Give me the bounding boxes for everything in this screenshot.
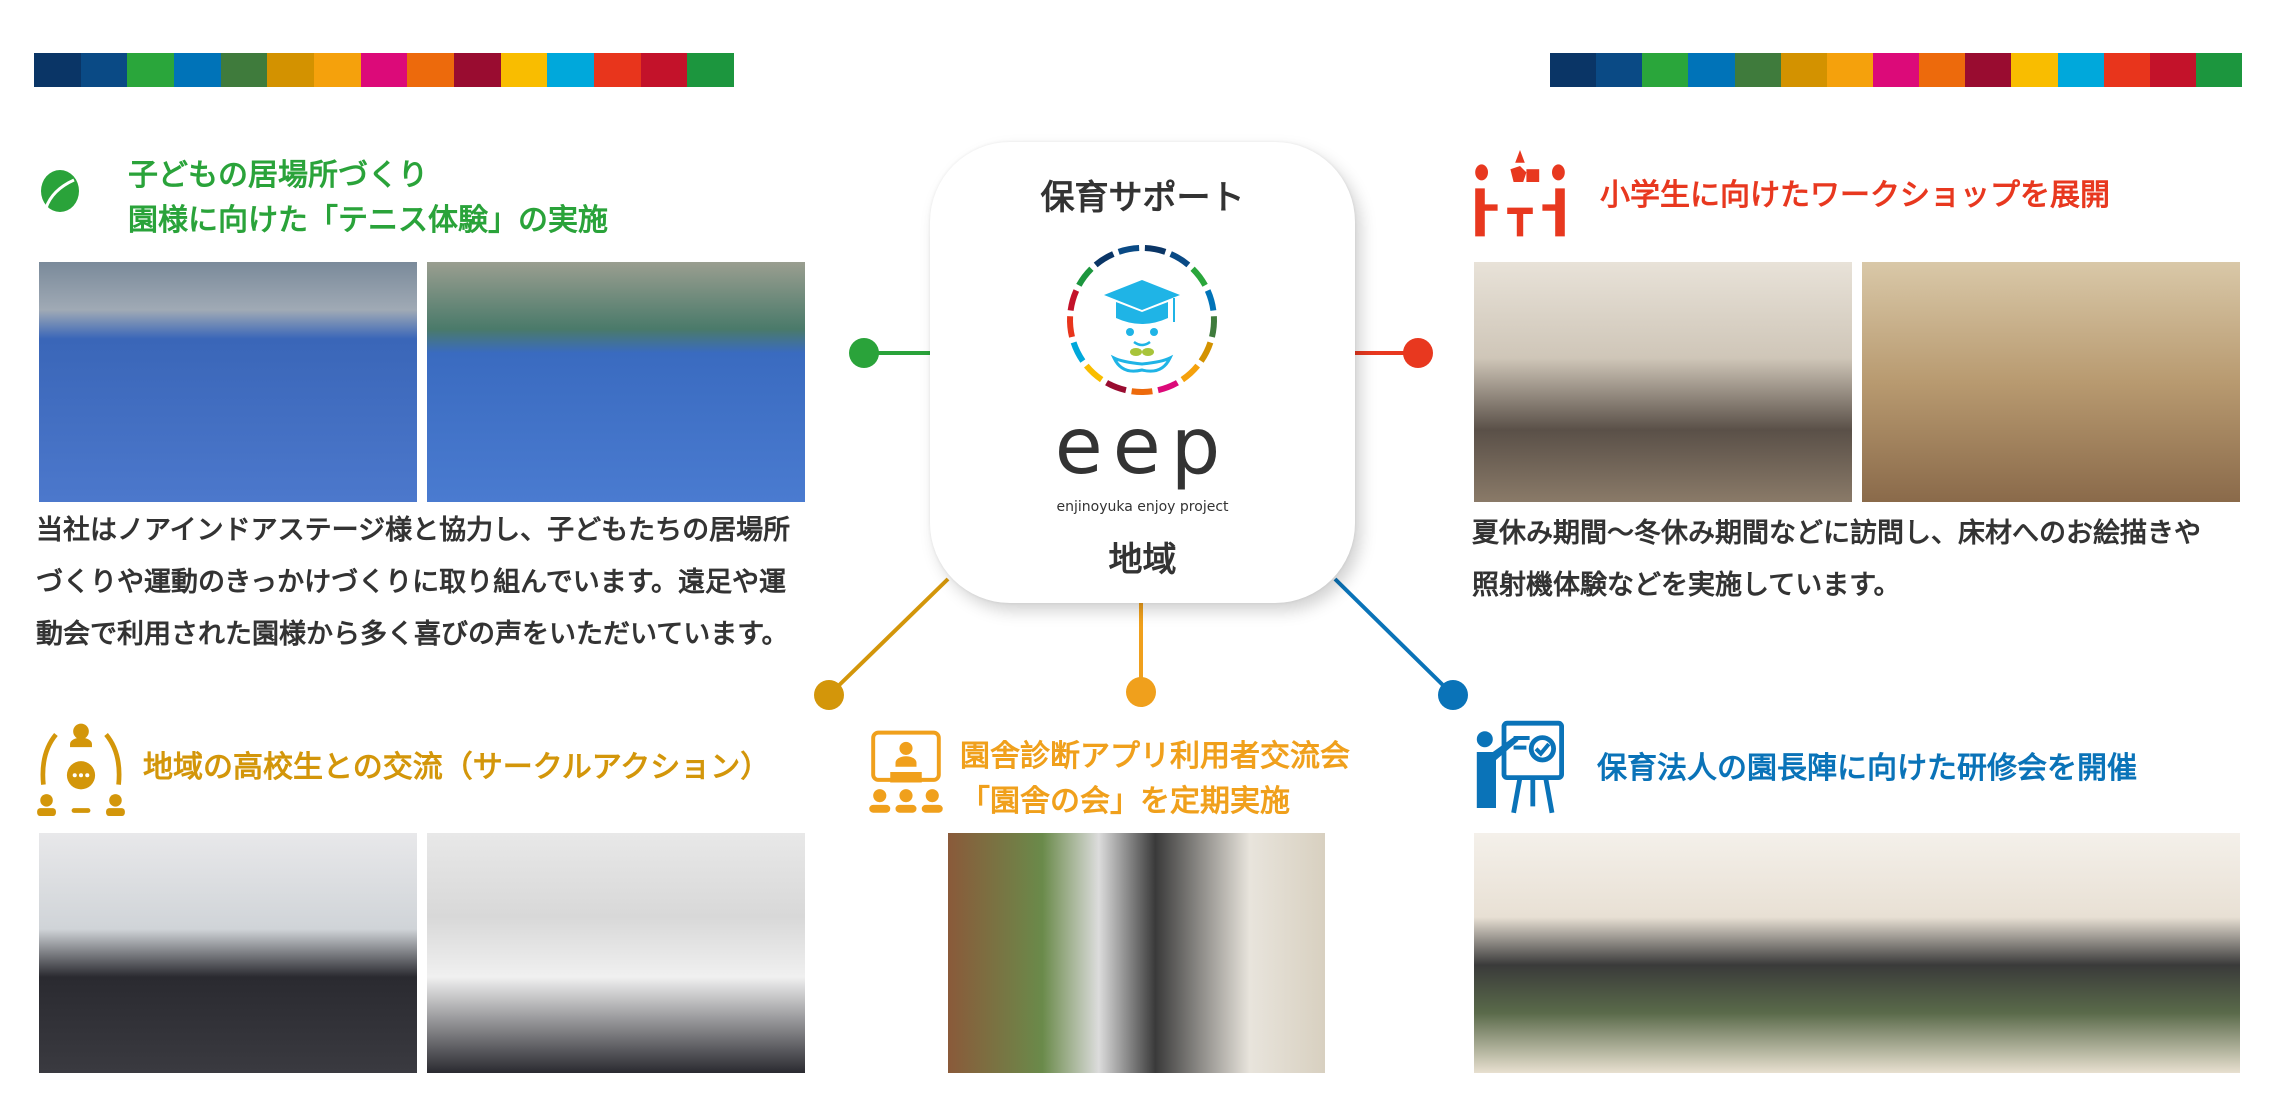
sdg-color-segment <box>594 53 641 87</box>
sdg-color-segment <box>2011 53 2058 87</box>
eep-logo-subtitle: enjinoyuka enjoy project <box>1056 499 1229 515</box>
sdg-color-segment <box>80 53 128 87</box>
sdg-color-segment <box>1596 53 1643 87</box>
eep-logo-emblem <box>1067 245 1217 395</box>
sdg-color-segment <box>174 53 221 87</box>
highschool-photo-1 <box>39 833 417 1073</box>
logo-ring-segment <box>1076 266 1094 287</box>
logo-ring-segment <box>1180 363 1200 383</box>
sdg-color-segment <box>267 53 315 87</box>
tennis-photo-1 <box>39 262 417 502</box>
community-chat-icon <box>37 723 125 816</box>
logo-ring-segment <box>1067 289 1080 311</box>
eep-hub-card: 保育サポート eep enjinoyuka enjoy project 地域 <box>930 142 1355 603</box>
hub-top-label: 保育サポート <box>1040 178 1245 218</box>
tennis-photo-2 <box>427 262 805 502</box>
sdg-color-segment <box>1965 53 2012 87</box>
app-meetup-title-line1: 園舎診断アプリ利用者交流会 <box>960 739 1350 774</box>
sdg-color-segment <box>1550 53 1597 87</box>
training-title: 保育法人の園長陣に向けた研修会を開催 <box>1597 751 2137 786</box>
logo-ring-segment <box>1157 380 1179 394</box>
logo-ring-segment <box>1169 251 1191 268</box>
sdg-color-segment <box>1642 53 1689 87</box>
logo-ring-segment <box>1067 316 1075 338</box>
sdg-color-segment <box>640 53 688 87</box>
tennis-ball-icon <box>41 170 79 212</box>
sdg-color-segment <box>127 53 175 87</box>
tennis-body-line1: 当社はノアインドアステージ様と協力し、子どもたちの居場所 <box>36 515 791 546</box>
sdg-color-segment <box>1688 53 1735 87</box>
workshop-table-icon <box>1475 150 1565 237</box>
app-meetup-photo <box>948 833 1325 1073</box>
sdg-color-segment <box>220 53 268 87</box>
highschool-title: 地域の高校生との交流（サークルアクション） <box>143 750 771 785</box>
workshop-body-line1: 夏休み期間〜冬休み期間などに訪問し、床材へのお絵描きや <box>1472 518 2201 549</box>
sdg-color-segment <box>547 53 595 87</box>
tennis-body-line3: 動会で利用された園様から多く喜びの声をいただいています。 <box>36 619 789 650</box>
logo-ring-segment <box>1198 341 1214 363</box>
logo-ring-segment <box>1204 289 1217 311</box>
sdg-color-segment <box>314 53 361 87</box>
connector-dot-gold <box>814 680 844 710</box>
eep-logo-text: eep <box>1054 402 1231 492</box>
sdg-color-segment <box>500 53 548 87</box>
logo-ring-segment <box>1105 380 1127 394</box>
training-photo <box>1474 833 2240 1073</box>
sdg-color-segment <box>1780 53 1827 87</box>
logo-ring-segment <box>1190 266 1208 287</box>
hub-bottom-label: 地域 <box>1108 540 1177 580</box>
sdg-color-segment <box>687 53 735 87</box>
sdg-color-bar-left <box>34 53 735 87</box>
sdg-color-segment <box>2103 53 2150 87</box>
sdg-color-segment <box>454 53 501 87</box>
workshop-photo-2 <box>1862 262 2240 502</box>
sdg-color-segment <box>360 53 408 87</box>
logo-ring-segment <box>1144 245 1167 255</box>
presenter-whiteboard-icon <box>1476 720 1564 814</box>
highschool-photo-2 <box>427 833 805 1073</box>
tennis-title-line2: 園様に向けた「テニス体験」の実施 <box>128 203 608 238</box>
connector-dot-green <box>849 338 879 368</box>
app-meetup-title-line2: 「園舎の会」を定期実施 <box>960 784 1290 819</box>
logo-ring-segment <box>1093 251 1115 268</box>
sdg-color-segment <box>1872 53 1920 87</box>
sdg-color-segment <box>1919 53 1966 87</box>
sdg-color-segment <box>34 53 81 87</box>
presentation-meeting-icon <box>869 730 943 813</box>
connector-dot-blue <box>1438 680 1468 710</box>
sdg-color-segment <box>1734 53 1781 87</box>
workshop-body-line2: 照射機体験などを実施しています。 <box>1472 570 1901 601</box>
workshop-photo-1 <box>1474 262 1852 502</box>
logo-ring-segment <box>1070 341 1086 363</box>
logo-ring-segment <box>1084 363 1104 383</box>
sdg-color-segment <box>2195 53 2243 87</box>
connector-dot-orange <box>1126 677 1156 707</box>
tennis-title-line1: 子どもの居場所づくり <box>128 158 428 193</box>
logo-ring-segment <box>1117 245 1140 255</box>
sdg-color-segment <box>2149 53 2196 87</box>
logo-ring-segment <box>1131 388 1153 395</box>
tennis-body-line2: づくりや運動のきっかけづくりに取り組んでいます。遠足や運 <box>36 567 787 598</box>
sdg-color-segment <box>1826 53 1873 87</box>
workshop-title: 小学生に向けたワークショップを展開 <box>1600 178 2110 213</box>
connector-dot-red <box>1403 338 1433 368</box>
sdg-color-segment <box>2057 53 2104 87</box>
sdg-color-bar-right <box>1550 53 2243 87</box>
logo-ring-segment <box>1209 316 1217 338</box>
sdg-color-segment <box>407 53 455 87</box>
